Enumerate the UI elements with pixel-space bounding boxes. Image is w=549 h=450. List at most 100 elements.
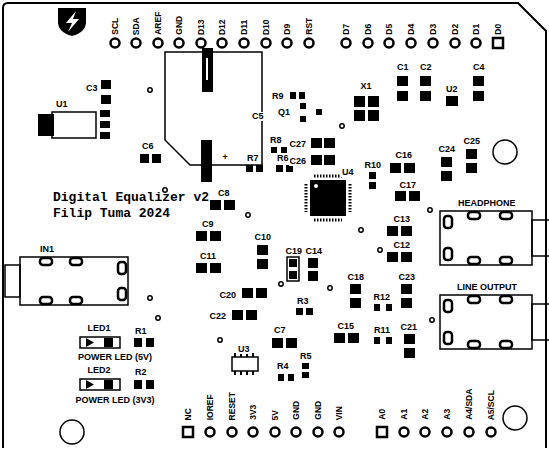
- pin-name: VIN: [335, 405, 344, 421]
- pad: [386, 337, 392, 344]
- part-name: C1: [396, 63, 410, 72]
- header-pin: [175, 39, 184, 48]
- header-pin: [206, 428, 215, 437]
- pin-name: GND: [175, 15, 184, 36]
- pad: [473, 91, 484, 101]
- pin-name: GND: [314, 400, 323, 421]
- part-name: C25: [463, 137, 482, 146]
- pad: [397, 76, 408, 86]
- electrolytic-capacitor: [165, 48, 262, 182]
- led-symbol: [86, 380, 94, 389]
- pad: [324, 155, 335, 165]
- header-pin: [451, 39, 460, 48]
- mounting-hole: [60, 420, 84, 444]
- part-name: POWER LED (3V3): [75, 396, 156, 405]
- pad: [354, 96, 365, 107]
- vias: [148, 88, 434, 342]
- header-pin: [472, 39, 481, 48]
- pad: [466, 163, 477, 173]
- part-name: C13: [393, 215, 412, 224]
- pin-name: A0: [378, 408, 387, 421]
- pad: [401, 298, 412, 308]
- pad: [286, 165, 293, 172]
- jack-pin: [468, 257, 480, 264]
- jack-pin: [468, 296, 480, 303]
- pin-name: A3: [443, 408, 452, 421]
- header-pin: [228, 428, 237, 437]
- part-name: R9: [271, 92, 285, 101]
- board-title: Digital Equalizer v2: [52, 191, 210, 204]
- part-name: R11: [373, 326, 391, 335]
- pad: [324, 138, 335, 148]
- header-pin: [443, 428, 452, 437]
- part-name: C4: [472, 63, 486, 72]
- jack-pin: [500, 257, 512, 264]
- pad: [289, 259, 297, 267]
- part-name: HEADPHONE: [457, 199, 517, 208]
- pin-name: D11: [240, 19, 249, 36]
- led-symbol: [86, 338, 94, 347]
- jack-outline: [20, 257, 128, 305]
- chip-outline: [232, 357, 258, 371]
- pin-name: D3: [429, 23, 438, 36]
- via: [328, 286, 332, 290]
- pad: [256, 165, 263, 172]
- pad: [152, 154, 161, 163]
- via: [218, 338, 222, 342]
- pin-name: A5/SCL: [487, 389, 496, 421]
- pad: [473, 76, 484, 86]
- pad: [441, 157, 452, 167]
- header-pin: [240, 39, 249, 48]
- header-pin: [132, 39, 141, 48]
- jack-pin: [70, 297, 82, 304]
- pad: [196, 263, 207, 273]
- pad: [369, 172, 376, 179]
- pad: [289, 271, 297, 279]
- jack-pin: [500, 341, 512, 348]
- via: [156, 316, 160, 320]
- header-pin-square: [493, 38, 503, 48]
- pad: [272, 338, 283, 348]
- pin-name: D4: [407, 23, 416, 36]
- chip-pins: [235, 353, 253, 375]
- pad: [257, 259, 268, 269]
- qfp-chip: [306, 176, 350, 220]
- part-name: C24: [438, 145, 457, 154]
- pad: [210, 263, 221, 273]
- pad: [401, 284, 412, 294]
- jack-pin: [444, 216, 452, 228]
- pad: [420, 76, 431, 86]
- part-name: C7: [273, 326, 287, 335]
- part-name: C6: [141, 142, 155, 151]
- pad: [134, 338, 142, 347]
- pad: [104, 380, 113, 389]
- part-name: LED2: [87, 366, 112, 375]
- part-name: LINE OUTPUT: [456, 283, 518, 292]
- pad: [306, 308, 313, 315]
- part-name: R10: [364, 161, 383, 170]
- part-name: C11: [199, 252, 217, 261]
- pin-name: D6: [364, 23, 373, 36]
- part-name: C14: [305, 247, 324, 256]
- pad: [290, 92, 296, 99]
- board-outline: [3, 3, 8, 448]
- part-name: R2: [134, 368, 148, 377]
- pad: [296, 308, 303, 315]
- part-name: C12: [393, 241, 412, 250]
- pad: [397, 91, 408, 101]
- pad: [257, 245, 268, 255]
- part-name: R5: [299, 352, 313, 361]
- pad: [288, 374, 294, 381]
- pad: [350, 298, 361, 308]
- pad: [368, 96, 379, 107]
- part-name: C27: [289, 140, 308, 149]
- jack-barrel: [532, 304, 549, 340]
- pad: [374, 304, 380, 311]
- header-pin: [400, 428, 409, 437]
- logo-bolt: [66, 11, 79, 32]
- jack-pin: [40, 297, 52, 304]
- pad: [246, 165, 253, 172]
- via: [148, 296, 152, 300]
- pad: [210, 200, 221, 210]
- pad: [395, 191, 406, 201]
